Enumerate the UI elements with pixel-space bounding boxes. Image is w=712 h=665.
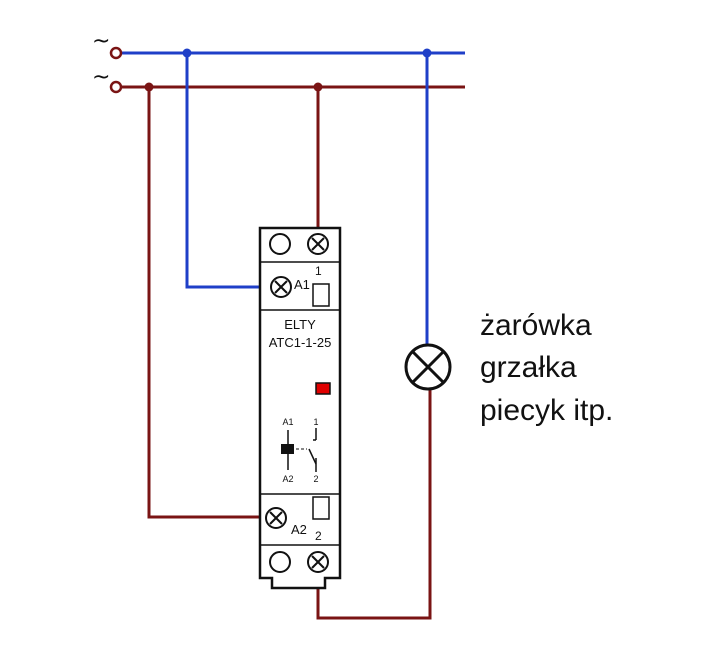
schematic-1-label: 1: [313, 417, 318, 427]
contactor-schematic-icon: [281, 428, 317, 472]
terminal-2-window: [312, 496, 330, 520]
device-brand: ELTY: [284, 317, 316, 332]
neutral-junction-a1: [182, 48, 192, 58]
terminal-2-label: 2: [315, 529, 322, 543]
load-label-heater: grzałka: [480, 351, 577, 384]
lamp-icon: [404, 343, 452, 391]
status-indicator: [315, 382, 331, 395]
terminal-2-screw-icon: [307, 551, 329, 573]
device-model: ATC1-1-25: [269, 335, 332, 350]
neutral-junction-lamp: [422, 48, 432, 58]
schematic-a2-label: A2: [282, 474, 293, 484]
terminal-1-label: 1: [315, 264, 322, 278]
terminal-1-window: [312, 283, 330, 307]
supply-symbol-top: ~: [92, 29, 110, 54]
load-label-bulb: żarówka: [480, 309, 592, 342]
phase-junction-a2: [144, 82, 154, 92]
supply-terminal-bottom: [109, 80, 123, 94]
terminal2-to-lamp-wire: [316, 388, 432, 620]
load-label-stove: piecyk itp.: [480, 394, 613, 427]
bottom-hole: [269, 551, 291, 573]
contactor-device: A1 1 ELTY ATC1-1-25 A1 A2 1 2: [258, 226, 342, 590]
terminal-a1-label: A1: [294, 277, 310, 292]
schematic-a1-label: A1: [282, 417, 293, 427]
supply-symbol-bottom: ~: [92, 65, 110, 90]
top-hole: [269, 233, 291, 255]
phase-junction-terminal1: [313, 82, 323, 92]
neutral-to-a1-wire: [185, 53, 280, 289]
schematic-2-label: 2: [313, 474, 318, 484]
phase-to-a2-wire: [147, 87, 276, 519]
supply-terminal-top: [109, 46, 123, 60]
terminal-a2-label: A2: [291, 522, 307, 537]
terminal-1-screw-icon: [307, 233, 329, 255]
terminal-a2-screw-icon: [265, 507, 287, 529]
terminal-a1-screw-icon: [270, 276, 292, 298]
